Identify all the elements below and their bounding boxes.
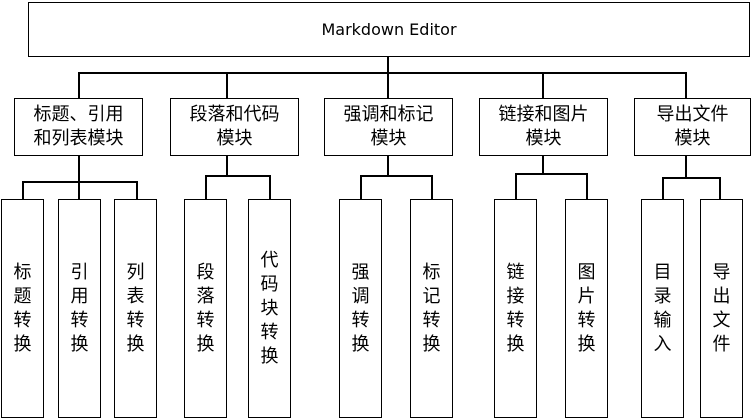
module-1-line1: 段落和代码 — [189, 104, 280, 125]
connector-m2 — [387, 72, 389, 98]
m4-stem — [685, 156, 687, 178]
m2-drop-1 — [431, 175, 433, 199]
module-0: 标题、引用和列表模块 — [14, 98, 143, 156]
leaf-m1-0: 段落转换 — [184, 199, 227, 418]
root-node: Markdown Editor — [28, 2, 750, 57]
module-2: 强调和标记模块 — [324, 98, 453, 156]
module-3: 链接和图片模块 — [479, 98, 608, 156]
m4-drop-0 — [662, 177, 664, 199]
m1-bus — [205, 175, 271, 177]
module-3-line1: 链接和图片 — [498, 104, 589, 125]
leaf-m4-0-label: 目录输入 — [653, 261, 672, 355]
m1-drop-1 — [269, 175, 271, 199]
m1-stem — [226, 156, 228, 176]
leaf-m1-1: 代码块转换 — [248, 199, 291, 418]
m4-drop-1 — [719, 177, 721, 199]
leaf-m4-1-label: 导出文件 — [712, 261, 731, 355]
module-1: 段落和代码模块 — [170, 98, 299, 156]
leaf-m3-0: 链接转换 — [494, 199, 537, 418]
m0-drop-0 — [22, 181, 24, 199]
leaf-m1-0-label: 段落转换 — [196, 261, 215, 355]
m0-drop-1 — [78, 181, 80, 199]
connector-m1 — [226, 72, 228, 98]
module-4-line2: 模块 — [674, 128, 711, 149]
module-2-line1: 强调和标记 — [343, 104, 434, 125]
m3-drop-0 — [515, 173, 517, 199]
module-3-line2: 模块 — [525, 128, 562, 149]
module-bus — [78, 72, 687, 74]
leaf-m2-1: 标记转换 — [410, 199, 453, 418]
m2-bus — [360, 175, 433, 177]
m4-bus — [662, 177, 721, 179]
leaf-m4-1: 导出文件 — [700, 199, 743, 418]
connector-m3 — [542, 72, 544, 98]
leaf-m0-0-label: 标题转换 — [13, 261, 32, 355]
m0-drop-2 — [136, 181, 138, 199]
root-label: Markdown Editor — [321, 20, 457, 39]
leaf-m3-1-label: 图片转换 — [577, 261, 596, 355]
leaf-m2-0: 强调转换 — [339, 199, 382, 418]
m0-bus — [22, 181, 138, 183]
root-connector — [387, 57, 389, 73]
leaf-m0-1-label: 引用转换 — [70, 261, 89, 355]
m3-bus — [515, 173, 588, 175]
leaf-m3-0-label: 链接转换 — [506, 261, 525, 355]
m2-stem — [387, 156, 389, 176]
connector-m4 — [685, 72, 687, 98]
module-0-line2: 和列表模块 — [33, 128, 124, 149]
leaf-m2-0-label: 强调转换 — [351, 261, 370, 355]
m2-drop-0 — [360, 175, 362, 199]
m1-drop-0 — [205, 175, 207, 199]
leaf-m1-1-label: 代码块转换 — [260, 249, 279, 367]
m3-drop-1 — [586, 173, 588, 199]
m0-stem — [78, 156, 80, 182]
module-1-line2: 模块 — [216, 128, 253, 149]
module-0-line1: 标题、引用 — [33, 104, 124, 125]
leaf-m0-0: 标题转换 — [1, 199, 44, 418]
leaf-m0-2: 列表转换 — [114, 199, 157, 418]
m3-stem — [542, 156, 544, 174]
leaf-m0-1: 引用转换 — [58, 199, 101, 418]
module-2-line2: 模块 — [370, 128, 407, 149]
leaf-m3-1: 图片转换 — [565, 199, 608, 418]
module-4: 导出文件模块 — [634, 98, 751, 156]
connector-m0 — [78, 72, 80, 98]
leaf-m2-1-label: 标记转换 — [422, 261, 441, 355]
module-4-line1: 导出文件 — [656, 104, 729, 125]
leaf-m0-2-label: 列表转换 — [126, 261, 145, 355]
leaf-m4-0: 目录输入 — [641, 199, 684, 418]
